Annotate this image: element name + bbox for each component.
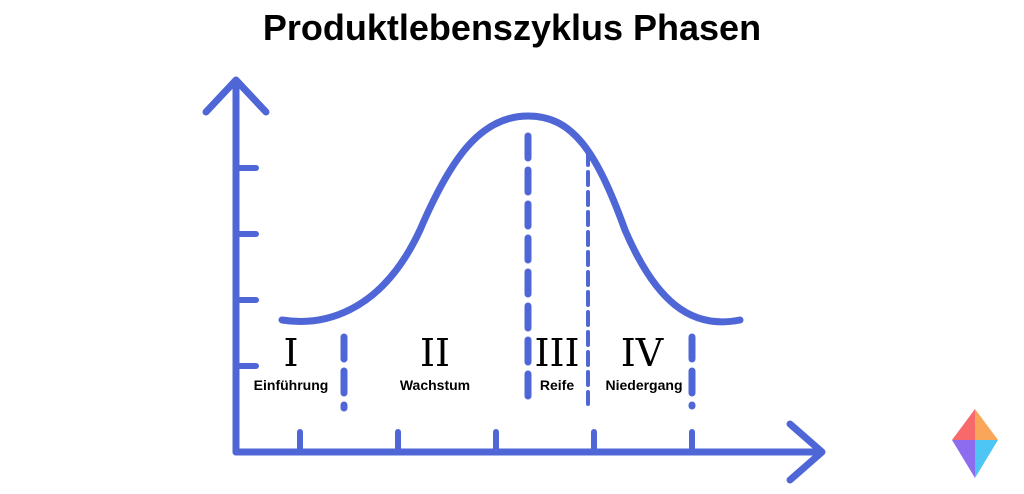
y-axis-arrowhead xyxy=(202,76,270,116)
phase-label-2: Wachstum xyxy=(400,377,470,393)
phase-label-1: Einführung xyxy=(254,377,329,393)
y-axis-ticks xyxy=(233,165,259,369)
phase-numeral-1: I xyxy=(283,331,298,375)
x-axis-ticks xyxy=(297,429,695,455)
phase-label-3: Reife xyxy=(540,377,574,393)
x-axis-arrowhead xyxy=(786,420,826,484)
phase-label-4: Niedergang xyxy=(605,377,682,393)
phase-numeral-2: II xyxy=(420,331,450,375)
phase-dividers xyxy=(340,132,696,412)
phase-labels: Einführung Wachstum Reife Niedergang xyxy=(254,377,683,393)
axes xyxy=(202,76,826,484)
gem-icon xyxy=(952,409,998,478)
page-title: Produktlebenszyklus Phasen xyxy=(263,7,761,48)
phase-numeral-3: III xyxy=(534,331,579,375)
lifecycle-curve xyxy=(278,112,744,326)
phase-numerals: I II III IV xyxy=(283,331,663,375)
phase-numeral-4: IV xyxy=(621,331,664,375)
